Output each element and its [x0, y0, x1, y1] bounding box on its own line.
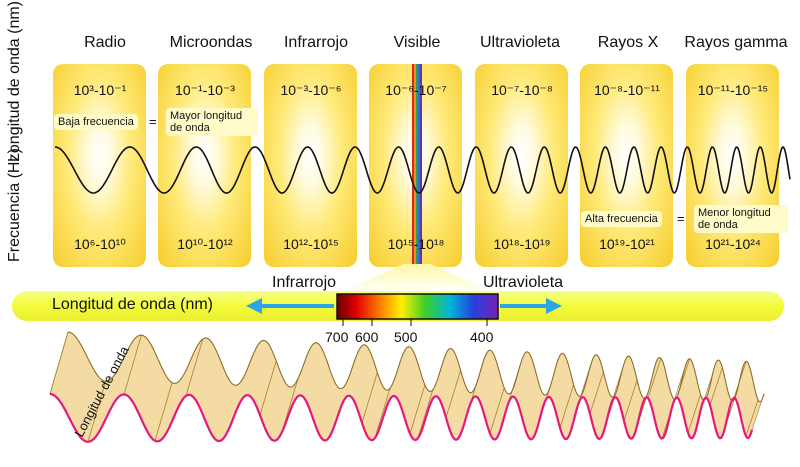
band-name-visible: Visible — [393, 34, 441, 51]
ribbon-rung — [417, 389, 434, 439]
frequency-infrarrojo: 10¹²-10¹⁵ — [283, 236, 339, 252]
band-panel — [158, 64, 251, 267]
ribbon-rung — [154, 382, 173, 441]
wavelength-rayos-x: 10⁻⁸-10⁻¹¹ — [594, 82, 660, 98]
ribbon-rung — [687, 394, 701, 433]
ribbon-rung — [709, 367, 723, 406]
band-panel — [580, 64, 673, 267]
frequency-radio: 10⁶-10¹⁰ — [74, 236, 126, 252]
ribbon-rung — [623, 379, 638, 421]
ribbon-rung — [49, 331, 69, 395]
ribbon-rung — [361, 372, 378, 423]
ribbon-rung — [259, 360, 277, 416]
ribbon-rung — [409, 384, 426, 434]
frequency-rayos-gamma: 10²¹-10²⁴ — [705, 236, 761, 252]
spectrum-left-label: Infrarrojo — [272, 274, 337, 291]
band-name-ultravioleta: Ultravioleta — [479, 34, 561, 51]
wavelength-microondas: 10⁻¹-10⁻³ — [175, 82, 235, 98]
ribbon-rung — [589, 371, 604, 414]
note-high-equals: = — [677, 211, 685, 226]
note-high-description: Menor longitud de onda — [694, 205, 788, 233]
frequency-ultravioleta: 10¹⁸-10¹⁹ — [493, 236, 551, 252]
tick-600: 600 — [355, 329, 379, 345]
band-panel — [53, 64, 146, 267]
frequency-visible: 10¹⁵-10¹⁸ — [387, 236, 445, 252]
tick-400: 400 — [470, 329, 494, 345]
tick-700: 700 — [325, 329, 349, 345]
ribbon-rung — [374, 387, 391, 439]
ribbon-rung — [445, 370, 461, 418]
ribbon-rung — [489, 387, 505, 434]
band-panel — [475, 64, 568, 267]
ribbon-rung — [745, 399, 759, 437]
band-name-radio: Radio — [84, 34, 126, 51]
band-panel — [264, 64, 357, 267]
frequency-rayos-x: 10¹⁹-10²¹ — [599, 236, 655, 252]
band-name-infrarrojo: Infrarrojo — [283, 34, 349, 51]
ribbon-rung — [87, 381, 107, 442]
ribbon-rung — [123, 335, 142, 395]
note-low-frequency: Baja frecuencia — [54, 114, 138, 130]
ribbon-rung — [647, 358, 662, 399]
ribbon-rung — [185, 338, 204, 397]
band-name-microondas: Microondas — [169, 34, 253, 51]
note-high-frequency: Alta frecuencia — [581, 211, 662, 227]
note-low-description: Mayor longitud de onda — [166, 108, 258, 136]
spectrum-right-label: Ultravioleta — [483, 274, 564, 291]
strip-label: Longitud de onda (nm) — [52, 296, 213, 313]
band-name-rayos-gamma: Rayos gamma — [684, 34, 788, 51]
wavelength-radio: 10³-10⁻¹ — [73, 82, 127, 98]
wavelength-infrarrojo: 10⁻³-10⁻⁶ — [280, 82, 342, 98]
ribbon-rung — [559, 384, 575, 428]
note-low-equals: = — [149, 114, 157, 129]
frequency-microondas: 10¹⁰-10¹² — [177, 236, 233, 252]
wavelength-visible: 10⁻⁶-10⁻⁷ — [385, 82, 447, 98]
wavelength-rayos-gamma: 10⁻¹¹-10⁻¹⁵ — [697, 82, 769, 98]
band-name-rayos-x: Rayos X — [597, 34, 659, 51]
wavelength-ultravioleta: 10⁻⁷-10⁻⁸ — [491, 82, 553, 98]
tick-500: 500 — [394, 329, 418, 345]
band-panel — [686, 64, 779, 267]
